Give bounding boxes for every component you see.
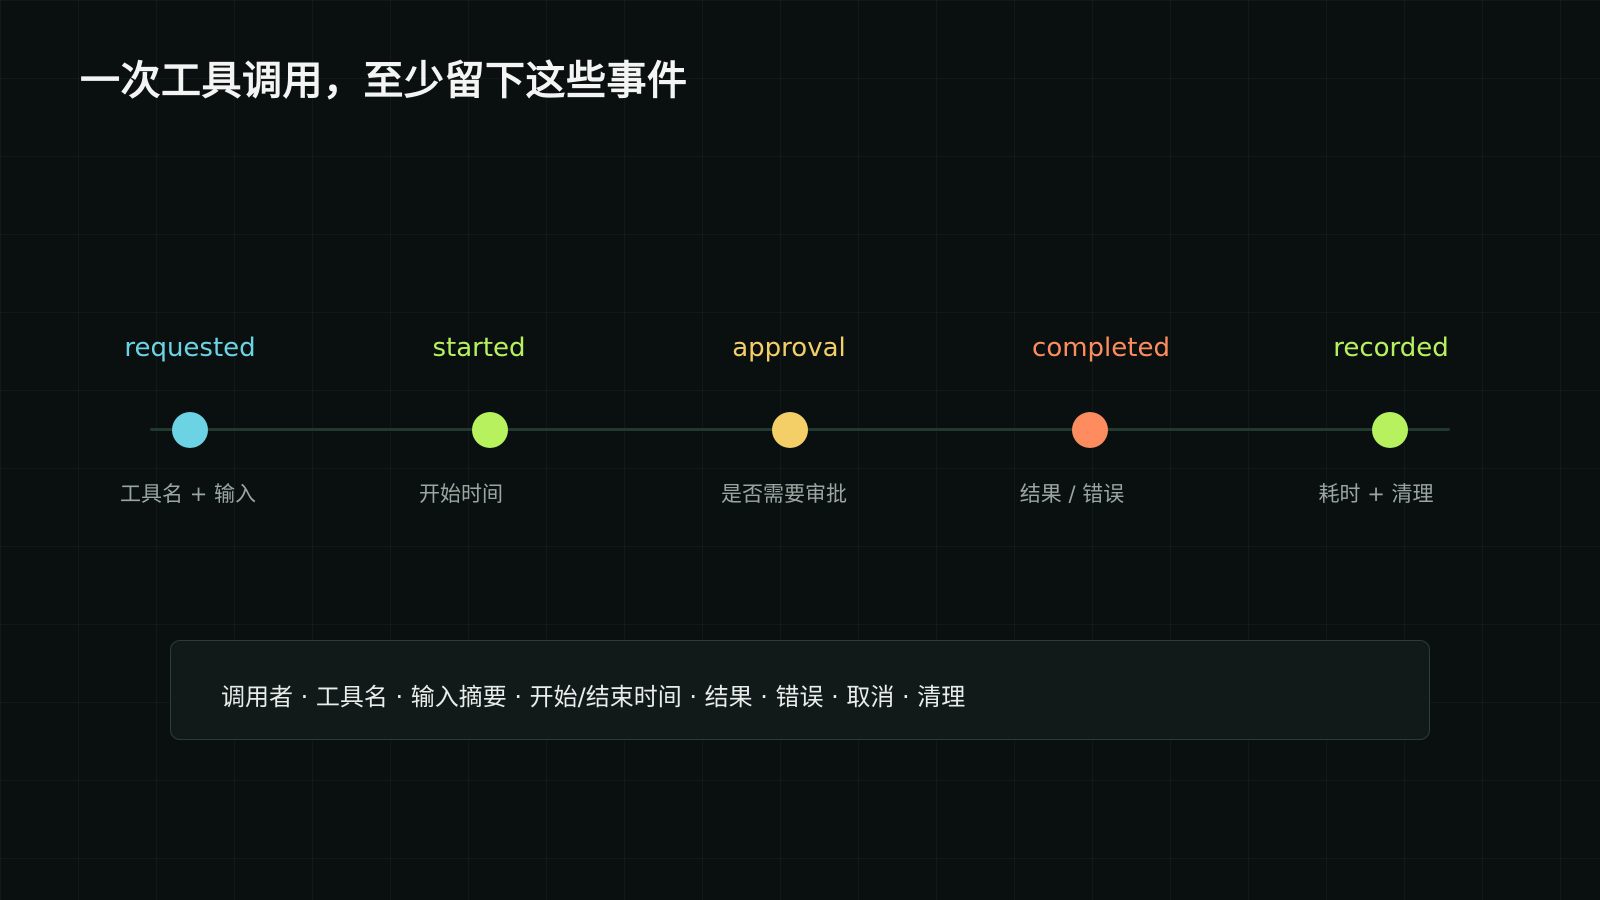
event-description: 结果 / 错误 [1019, 482, 1125, 506]
event-dot [1372, 412, 1408, 448]
event-dot [1072, 412, 1108, 448]
event-description: 耗时 + 清理 [1318, 482, 1434, 506]
event-dot [772, 412, 808, 448]
summary-text: 调用者 · 工具名 · 输入摘要 · 开始/结束时间 · 结果 · 错误 · 取… [221, 683, 966, 711]
page-title: 一次工具调用，至少留下这些事件 [80, 58, 688, 104]
event-description: 工具名 + 输入 [120, 482, 256, 506]
event-label: completed [1032, 333, 1170, 363]
event-dot [472, 412, 508, 448]
event-label: approval [732, 333, 846, 363]
summary-box: 调用者 · 工具名 · 输入摘要 · 开始/结束时间 · 结果 · 错误 · 取… [170, 640, 1430, 740]
event-description: 是否需要审批 [721, 482, 847, 506]
event-label: recorded [1333, 333, 1449, 363]
event-label: requested [124, 333, 256, 363]
event-label: started [432, 333, 526, 363]
event-description: 开始时间 [419, 482, 503, 506]
event-dot [172, 412, 208, 448]
